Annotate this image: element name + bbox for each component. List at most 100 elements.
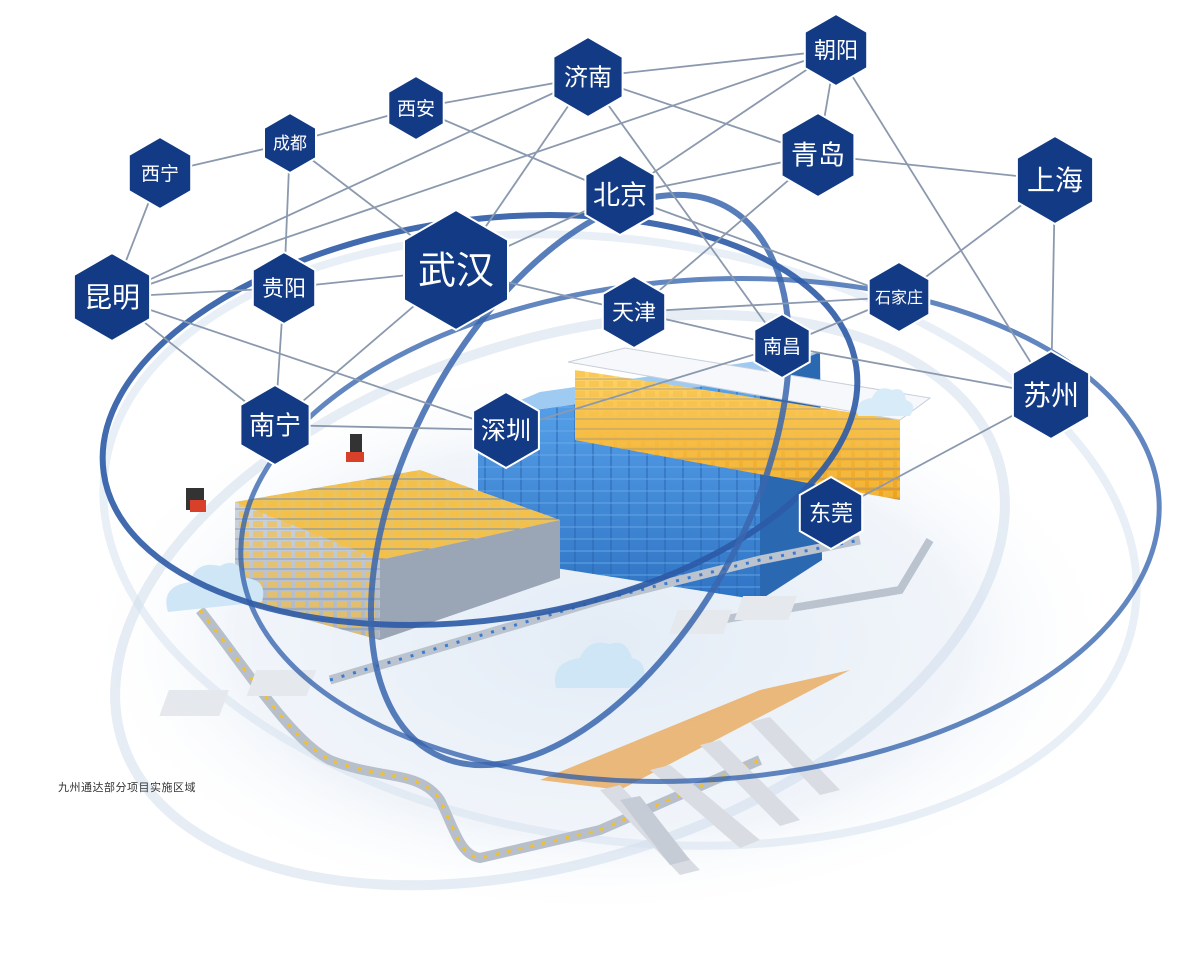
warehouse-illustration <box>159 347 934 875</box>
cloud-icon <box>857 388 914 416</box>
city-node-qingdao: 青岛 <box>780 111 856 199</box>
orbit-ring-3 <box>367 191 793 769</box>
city-label: 石家庄 <box>875 288 923 307</box>
chute <box>650 765 760 848</box>
city-label: 南宁 <box>249 411 301 441</box>
hexagon-icon <box>798 475 864 551</box>
link-kunming-shenzhen <box>111 296 507 431</box>
hexagon-icon <box>263 111 317 175</box>
city-label: 西安 <box>397 98 435 120</box>
link-jinan-kunming <box>111 76 589 298</box>
forklift-icon <box>186 488 206 512</box>
hexagon-icon <box>239 383 311 467</box>
link-nanning-shenzhen <box>274 424 507 431</box>
link-jinan-nanchang <box>587 76 783 347</box>
link-jinan-qingdao <box>587 76 819 156</box>
city-label: 朝阳 <box>814 39 858 64</box>
city-label: 济南 <box>564 64 612 92</box>
city-node-guiyang: 贵阳 <box>251 250 317 326</box>
forklift-base <box>190 500 206 512</box>
city-label: 成都 <box>273 134 307 154</box>
sorter-frame <box>540 670 850 790</box>
pick-stations <box>159 596 798 716</box>
city-node-nanning: 南宁 <box>239 383 311 467</box>
forklift-base <box>346 452 364 462</box>
hexagon-icon <box>72 251 152 343</box>
city-node-suzhou: 苏州 <box>1011 349 1091 441</box>
cloud-icon <box>555 642 645 688</box>
chute <box>620 796 690 865</box>
city-label: 北京 <box>593 181 647 212</box>
city-label: 贵阳 <box>262 277 306 302</box>
city-label: 东莞 <box>809 502 853 527</box>
hexagon-icon <box>472 390 540 470</box>
pick-station <box>734 596 798 620</box>
city-node-kunming: 昆明 <box>72 251 152 343</box>
city-label: 苏州 <box>1023 379 1079 412</box>
link-kunming-chaoyang <box>111 49 837 298</box>
yellow-rack-roof <box>567 347 932 421</box>
orbit-ring-2 <box>238 276 1162 784</box>
link-nanchang-shenzhen <box>505 345 783 431</box>
city-label: 深圳 <box>481 416 531 445</box>
city-label: 南昌 <box>763 336 801 358</box>
hexagon-icon <box>127 135 193 211</box>
city-node-beijing: 北京 <box>584 153 656 237</box>
pick-station <box>246 670 317 696</box>
shelving-side <box>380 520 560 640</box>
city-node-shijiazhuang: 石家庄 <box>867 260 931 334</box>
cloud-shape <box>555 642 645 688</box>
link-jinan-chaoyang <box>587 49 837 78</box>
caption: 九州通达部分项目实施区域 <box>58 781 196 794</box>
link-beijing-shijiazhuang <box>619 194 900 298</box>
hexagon-icon <box>1011 349 1091 441</box>
conveyor-main-cartons <box>198 609 761 860</box>
hexagon-icon <box>803 12 869 88</box>
sorter-chutes <box>600 717 840 875</box>
city-node-wuhan: 武汉 <box>403 208 509 332</box>
shelving-top-pattern <box>235 470 560 560</box>
chute <box>750 717 840 795</box>
link-nanchang-suzhou <box>781 345 1052 396</box>
hexagon-icon <box>601 274 667 350</box>
city-node-chaoyang: 朝阳 <box>803 12 869 88</box>
city-node-xian: 西安 <box>387 74 445 142</box>
city-label: 昆明 <box>84 281 140 314</box>
hexagon-icon <box>1015 134 1095 226</box>
hexagon-icon <box>552 35 624 119</box>
link-chaoyang-suzhou <box>835 49 1052 396</box>
city-label: 上海 <box>1027 164 1083 197</box>
city-node-shenzhen: 深圳 <box>472 390 540 470</box>
hexagon-icon <box>753 312 811 380</box>
city-node-dongguan: 东莞 <box>798 475 864 551</box>
forklift-body <box>350 434 362 456</box>
hexagon-icon <box>867 260 931 334</box>
shelving-front-pattern <box>235 502 380 640</box>
city-node-shanghai: 上海 <box>1015 134 1095 226</box>
city-label: 武汉 <box>418 249 494 293</box>
pick-station <box>159 690 229 716</box>
city-label: 天津 <box>612 301 656 326</box>
city-node-jinan: 济南 <box>552 35 624 119</box>
forklift-icon <box>346 434 364 462</box>
hexagon-icon <box>387 74 445 142</box>
hexagon-icon <box>780 111 856 199</box>
city-label: 青岛 <box>791 141 845 172</box>
yellow-rack-shelves <box>575 370 900 500</box>
conveyor-mid <box>328 535 861 685</box>
hexagon-icon <box>584 153 656 237</box>
city-node-xining: 西宁 <box>127 135 193 211</box>
city-node-nanchang: 南昌 <box>753 312 811 380</box>
city-label: 西宁 <box>141 163 179 185</box>
link-chaoyang-beijing <box>619 49 837 196</box>
chute <box>700 740 800 826</box>
cloud-shape <box>857 388 914 416</box>
link-qingdao-shanghai <box>817 154 1056 181</box>
city-node-tianjin: 天津 <box>601 274 667 350</box>
city-node-chengdu: 成都 <box>263 111 317 175</box>
hexagon-icon <box>403 208 509 332</box>
link-tianjin-shijiazhuang <box>633 296 900 313</box>
